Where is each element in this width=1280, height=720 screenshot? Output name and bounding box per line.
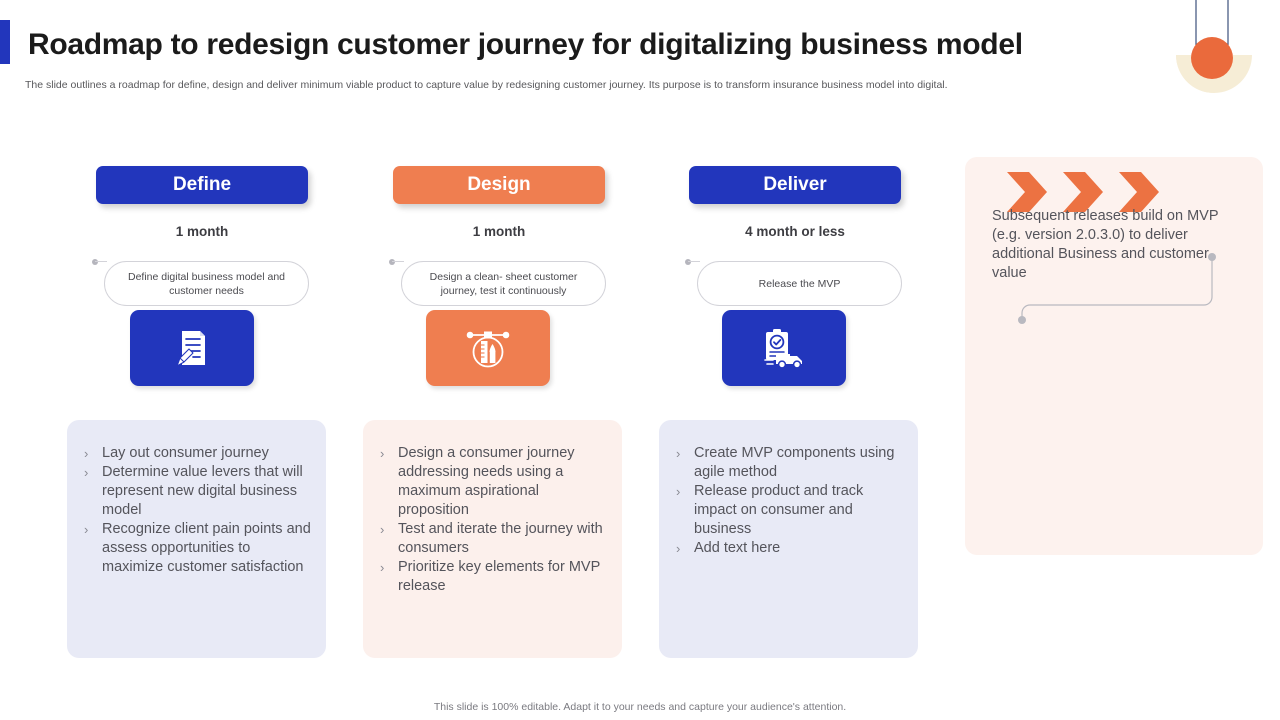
- list-item: › Prioritize key elements for MVP release: [377, 558, 608, 596]
- bullet-text: Design a consumer journey addressing nee…: [398, 445, 575, 518]
- list-item: › Lay out consumer journey: [81, 444, 312, 463]
- title-accent-bar: [0, 20, 10, 64]
- connector-dot: [389, 259, 395, 265]
- connector-line: [95, 261, 107, 262]
- phase-icon-tile-deliver: [722, 310, 846, 386]
- subsequent-releases-panel: Subsequent releases build on MVP (e.g. v…: [965, 157, 1263, 555]
- connector-dot: [92, 259, 98, 265]
- bullet-list: › Design a consumer journey addressing ne…: [377, 444, 608, 596]
- phase-bullets-define: › Lay out consumer journey › Determine val…: [67, 420, 326, 658]
- phase-callout-deliver: Release the MVP: [685, 250, 915, 306]
- callout-text: Define digital business model and custom…: [104, 261, 309, 306]
- bullet-text: Recognize client pain points and assess …: [102, 521, 311, 575]
- phase-header-define[interactable]: Define: [96, 166, 308, 204]
- chevron-right-icon: ›: [380, 522, 385, 537]
- phase-duration-deliver: 4 month or less: [745, 224, 845, 239]
- phase-name: Define: [172, 174, 232, 195]
- bullet-text: Create MVP components using agile method: [694, 445, 895, 480]
- phase-name: Deliver: [763, 174, 827, 195]
- subsequent-releases-text: Subsequent releases build on MVP (e.g. v…: [992, 208, 1219, 281]
- phase-bullets-design: › Design a consumer journey addressing ne…: [363, 420, 622, 658]
- phase-name: Design: [467, 174, 531, 195]
- list-item: › Release product and track impact on con…: [673, 482, 904, 539]
- phase-icon-tile-define: [130, 310, 254, 386]
- connector-line: [392, 261, 404, 262]
- phase-icon-tile-design: [426, 310, 550, 386]
- chevron-right-icon: ›: [380, 560, 385, 575]
- panel-connector: [1018, 253, 1216, 324]
- list-item: › Add text here: [673, 539, 904, 558]
- list-item: › Recognize client pain points and assess…: [81, 520, 312, 577]
- chevron-right-icon: ›: [84, 522, 89, 537]
- chevron-right-icon: ›: [676, 484, 681, 499]
- phase-duration-define: 1 month: [175, 224, 229, 239]
- bullet-text: Lay out consumer journey: [102, 445, 269, 461]
- phase-header-design[interactable]: Design: [393, 166, 605, 204]
- chevron-right-icon: ›: [380, 446, 385, 461]
- bullet-text: Prioritize key elements for MVP release: [398, 559, 600, 594]
- list-item: › Test and iterate the journey with consu…: [377, 520, 608, 558]
- phase-callout-define: Define digital business model and custom…: [92, 250, 322, 306]
- bullet-list: › Create MVP components using agile metho…: [673, 444, 904, 558]
- chevron-right-icon: ›: [84, 446, 89, 461]
- chevron-right-icon: ›: [676, 446, 681, 461]
- phase-header-deliver[interactable]: Deliver: [689, 166, 901, 204]
- connector-dot: [685, 259, 691, 265]
- phase-duration-design: 1 month: [472, 224, 526, 239]
- document-pen-icon: [176, 331, 205, 367]
- phase-bullets-deliver: › Create MVP components using agile metho…: [659, 420, 918, 658]
- decorative-ornament-icon: [1176, 0, 1252, 93]
- clipboard-truck-icon: [764, 329, 802, 369]
- page-title: Roadmap to redesign customer journey for…: [28, 28, 1023, 61]
- page-subtitle: The slide outlines a roadmap for define,…: [25, 79, 948, 91]
- design-tool-icon: [466, 331, 510, 368]
- list-item: › Design a consumer journey addressing ne…: [377, 444, 608, 520]
- connector-line: [688, 261, 700, 262]
- chevron-right-icon: ›: [84, 465, 89, 480]
- bullet-text: Release product and track impact on cons…: [694, 483, 864, 537]
- bullet-text: Add text here: [694, 540, 781, 556]
- callout-text: Design a clean- sheet customer journey, …: [401, 261, 606, 306]
- bullet-list: › Lay out consumer journey › Determine val…: [81, 444, 312, 577]
- list-item: › Create MVP components using agile metho…: [673, 444, 904, 482]
- chevron-arrows-icon: [1007, 172, 1159, 212]
- list-item: › Determine value levers that will repres…: [81, 463, 312, 520]
- chevron-right-icon: ›: [676, 541, 681, 556]
- phase-callout-design: Design a clean- sheet customer journey, …: [389, 250, 619, 306]
- bullet-text: Test and iterate the journey with consum…: [398, 521, 603, 556]
- footer-note: This slide is 100% editable. Adapt it to…: [433, 701, 847, 713]
- bullet-text: Determine value levers that will represe…: [102, 464, 303, 518]
- callout-text: Release the MVP: [697, 261, 902, 306]
